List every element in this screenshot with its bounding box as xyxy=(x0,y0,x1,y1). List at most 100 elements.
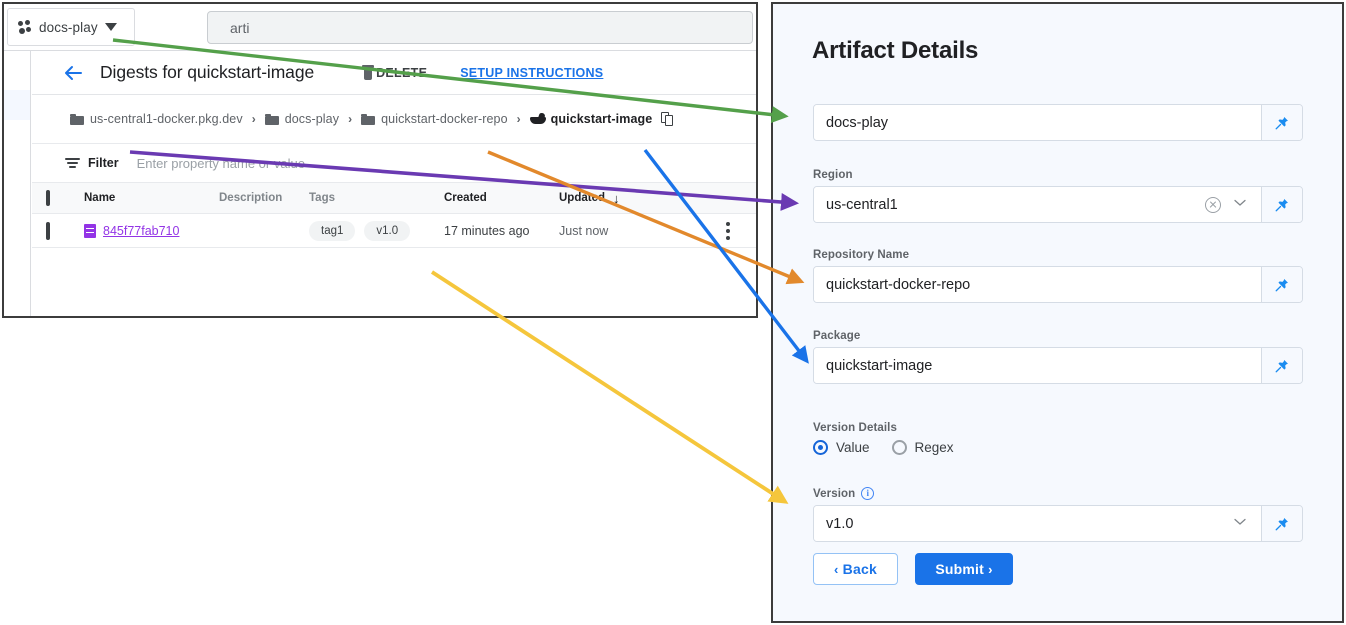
field-label-version-details: Version Details xyxy=(813,422,897,434)
repository-name-input-wrap[interactable]: quickstart-docker-repo xyxy=(813,266,1303,303)
table-header-row: Name Description Tags Created Updated ↓ xyxy=(32,183,756,214)
column-header-updated-label: Updated xyxy=(559,192,605,204)
version-input[interactable]: v1.0 xyxy=(814,506,1233,541)
project-dots-icon xyxy=(18,20,32,34)
field-repository-name: Repository Name quickstart-docker-repo xyxy=(813,249,1303,303)
column-header-updated[interactable]: Updated ↓ xyxy=(559,192,664,205)
breadcrumb-item-registry[interactable]: us-central1-docker.pkg.dev xyxy=(70,112,243,126)
console-search-input[interactable]: arti xyxy=(207,11,753,44)
chevron-down-icon xyxy=(104,23,117,31)
page-header: Digests for quickstart-image DELETE SETU… xyxy=(32,51,756,95)
field-package: Package quickstart-image xyxy=(813,330,1303,384)
breadcrumb-separator: › xyxy=(516,112,521,126)
cell-name: 845f77fab710 xyxy=(84,223,219,238)
project-selector[interactable]: docs-play xyxy=(7,8,135,46)
chevron-right-icon: › xyxy=(988,561,993,577)
sort-descending-icon: ↓ xyxy=(613,190,620,206)
digest-link[interactable]: 845f77fab710 xyxy=(84,223,219,238)
project-selector-label: docs-play xyxy=(39,19,98,35)
filter-bar[interactable]: Filter Enter property name or value xyxy=(32,144,756,183)
tag-chip[interactable]: tag1 xyxy=(309,220,356,241)
folder-icon xyxy=(361,113,376,125)
pin-icon[interactable] xyxy=(1261,506,1302,541)
field-region: Region us-central1 xyxy=(813,169,1303,223)
radio-label: Value xyxy=(836,440,870,455)
package-input[interactable]: quickstart-image xyxy=(814,348,1261,383)
column-header-description[interactable]: Description xyxy=(219,192,283,204)
submit-button[interactable]: Submit › xyxy=(915,553,1013,585)
field-project: docs-play xyxy=(813,104,1303,141)
breadcrumb-label: docs-play xyxy=(284,112,340,126)
pin-icon[interactable] xyxy=(1261,267,1302,302)
cell-updated: Just now xyxy=(559,223,609,238)
column-header-tags[interactable]: Tags xyxy=(309,192,335,204)
info-icon[interactable]: i xyxy=(861,487,875,500)
radio-icon-unselected xyxy=(891,440,907,455)
field-label-repository-name: Repository Name xyxy=(813,249,910,261)
field-label-version-text: Version xyxy=(813,487,856,500)
version-details-radio-group: Value Regex xyxy=(813,440,1303,455)
pin-icon[interactable] xyxy=(1261,187,1302,222)
cell-tags: tag1 v1.0 xyxy=(309,220,444,241)
select-all-checkbox[interactable] xyxy=(46,190,50,206)
radio-option-regex[interactable]: Regex xyxy=(891,440,954,455)
project-input[interactable]: docs-play xyxy=(814,105,1261,140)
folder-icon xyxy=(264,113,279,125)
field-version: Version i v1.0 xyxy=(813,487,1303,542)
folder-icon xyxy=(70,113,84,125)
breadcrumb-label: quickstart-image xyxy=(550,112,653,126)
project-input-wrap[interactable]: docs-play xyxy=(813,104,1303,141)
clear-icon[interactable] xyxy=(1205,196,1221,213)
form-title: Artifact Details xyxy=(812,37,979,64)
radio-option-value[interactable]: Value xyxy=(813,440,870,455)
delete-button[interactable]: DELETE xyxy=(362,65,427,80)
field-label-version: Version i xyxy=(813,487,1303,500)
column-header-created[interactable]: Created xyxy=(444,192,487,204)
filter-label: Filter xyxy=(88,156,119,170)
console-search-value: arti xyxy=(230,19,250,36)
region-input[interactable]: us-central1 xyxy=(814,187,1205,222)
region-input-wrap[interactable]: us-central1 xyxy=(813,186,1303,223)
field-label-region: Region xyxy=(813,169,853,181)
breadcrumb: us-central1-docker.pkg.dev › docs-play ›… xyxy=(32,95,756,144)
kebab-menu-icon[interactable] xyxy=(726,221,730,240)
setup-instructions-link[interactable]: SETUP INSTRUCTIONS xyxy=(460,65,604,80)
pin-icon[interactable] xyxy=(1261,348,1302,383)
page-title: Digests for quickstart-image xyxy=(100,62,315,82)
chevron-left-icon: ‹ xyxy=(834,561,839,577)
package-input-wrap[interactable]: quickstart-image xyxy=(813,347,1303,384)
radio-label: Regex xyxy=(914,440,954,455)
row-checkbox[interactable] xyxy=(46,221,50,240)
cell-actions xyxy=(664,221,756,240)
breadcrumb-item-project[interactable]: docs-play xyxy=(264,112,340,126)
back-arrow-icon[interactable] xyxy=(62,62,84,84)
repository-name-input[interactable]: quickstart-docker-repo xyxy=(814,267,1261,302)
docker-icon xyxy=(529,112,546,125)
filter-placeholder: Enter property name or value xyxy=(136,155,305,171)
column-header-name[interactable]: Name xyxy=(84,192,116,204)
rail-active-indicator xyxy=(4,90,30,120)
chevron-down-icon[interactable] xyxy=(1233,518,1247,529)
delete-button-label: DELETE xyxy=(376,65,428,80)
submit-button-label: Submit xyxy=(935,561,985,577)
chevron-down-icon[interactable] xyxy=(1233,199,1247,210)
artifact-details-form-panel: Artifact Details docs-play Region us-cen… xyxy=(771,2,1344,623)
console-content: Digests for quickstart-image DELETE SETU… xyxy=(32,51,756,316)
form-actions: ‹ Back Submit › xyxy=(813,553,1013,585)
console-left-rail xyxy=(4,51,31,316)
breadcrumb-label: us-central1-docker.pkg.dev xyxy=(90,112,243,126)
artifact-registry-console-panel: docs-play arti Digests for quickstart-im… xyxy=(2,2,758,318)
tag-chip[interactable]: v1.0 xyxy=(364,220,411,241)
digest-name: 845f77fab710 xyxy=(103,223,180,238)
version-input-wrap[interactable]: v1.0 xyxy=(813,505,1303,542)
table-empty-space xyxy=(32,248,756,282)
digest-icon xyxy=(84,223,96,238)
pin-icon[interactable] xyxy=(1261,105,1302,140)
back-button[interactable]: ‹ Back xyxy=(813,553,898,585)
select-all-checkbox-cell xyxy=(32,190,84,206)
breadcrumb-item-package: quickstart-image xyxy=(529,112,653,126)
breadcrumb-item-repository[interactable]: quickstart-docker-repo xyxy=(361,112,508,126)
copy-icon[interactable] xyxy=(661,112,674,126)
console-top-bar: docs-play arti xyxy=(4,4,756,51)
table-row[interactable]: 845f77fab710 tag1 v1.0 17 minutes ago Ju… xyxy=(32,214,756,248)
